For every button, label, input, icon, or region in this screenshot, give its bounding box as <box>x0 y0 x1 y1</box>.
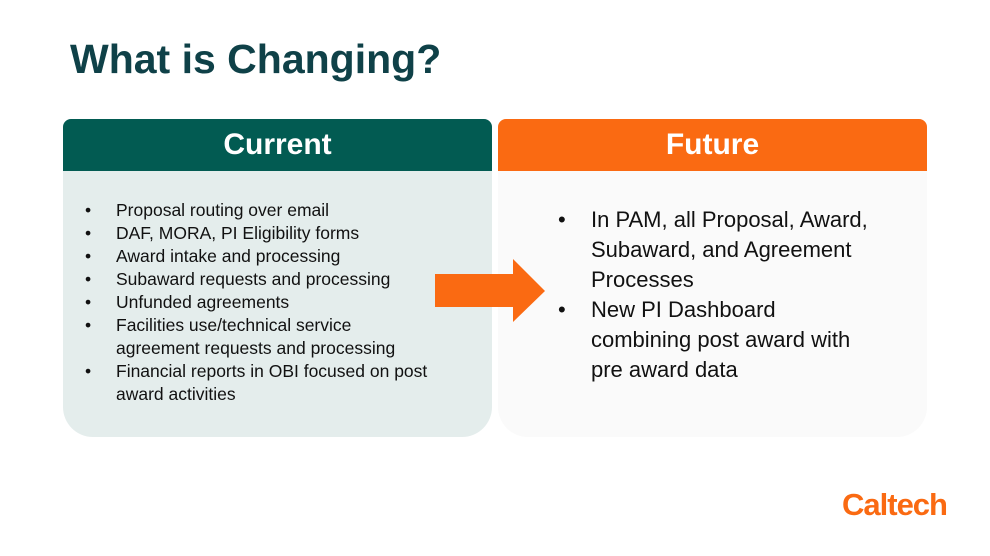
list-item: Award intake and processing <box>85 245 436 268</box>
list-item: Proposal routing over email <box>85 199 436 222</box>
list-item: New PI Dashboard combining post award wi… <box>558 295 878 385</box>
caltech-logo: Caltech <box>842 487 948 522</box>
list-item: Facilities use/technical service agreeme… <box>85 314 436 360</box>
right-arrow-icon <box>435 259 545 322</box>
list-item: Subaward requests and processing <box>85 268 436 291</box>
list-item: Unfunded agreements <box>85 291 436 314</box>
list-item: DAF, MORA, PI Eligibility forms <box>85 222 436 245</box>
list-item: Financial reports in OBI focused on post… <box>85 360 436 406</box>
list-item: In PAM, all Proposal, Award, Subaward, a… <box>558 205 878 295</box>
future-header: Future <box>498 119 927 171</box>
current-list: Proposal routing over email DAF, MORA, P… <box>85 199 436 406</box>
future-list: In PAM, all Proposal, Award, Subaward, a… <box>558 205 878 385</box>
current-panel: Current Proposal routing over email DAF,… <box>63 119 492 437</box>
current-header: Current <box>63 119 492 171</box>
future-panel: Future In PAM, all Proposal, Award, Suba… <box>498 119 927 437</box>
slide-title: What is Changing? <box>70 36 442 82</box>
